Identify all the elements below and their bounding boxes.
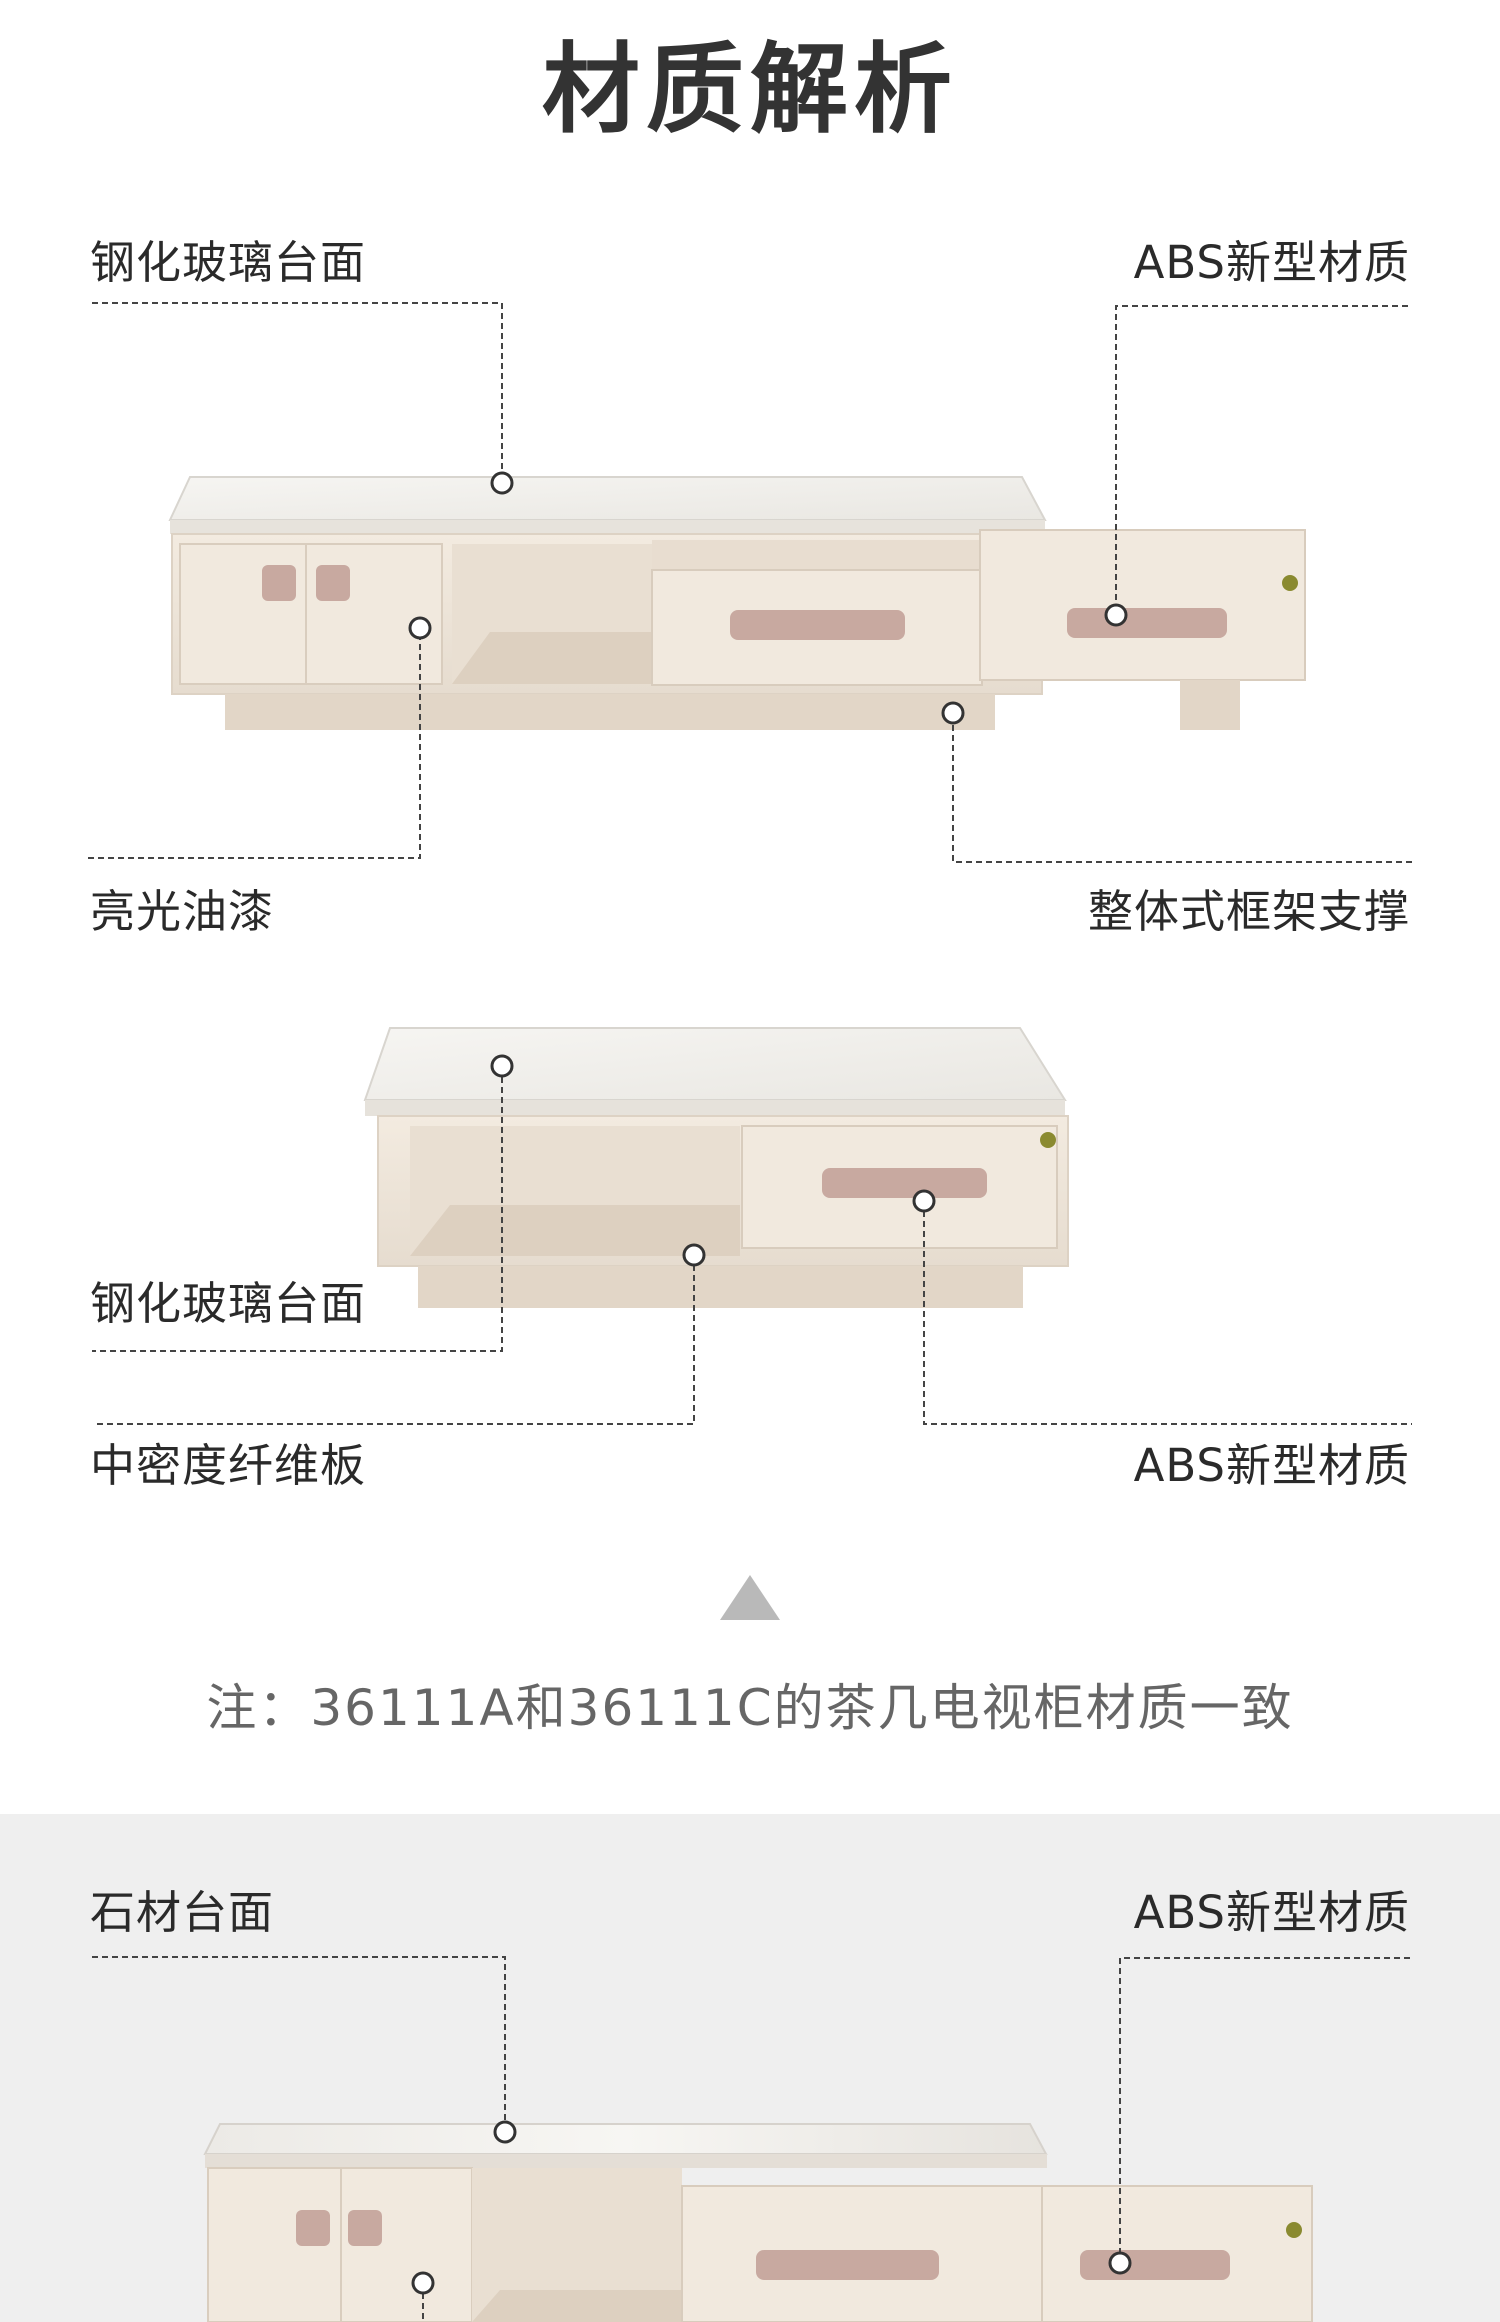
coffee-table-illustration [363, 1027, 1069, 1308]
section1-callout-lines [88, 302, 1412, 863]
callout-dot [408, 616, 432, 640]
callout-dot [411, 2271, 435, 2295]
callout-dot [682, 1243, 706, 1267]
label-gloss-paint: 亮光油漆 [90, 885, 275, 938]
label-tempered-glass-top-2: 钢化玻璃台面 [90, 1277, 367, 1330]
tv-cabinet-illustration [168, 476, 1306, 730]
label-abs-material: ABS新型材质 [1133, 236, 1410, 289]
callout-dot [1104, 603, 1128, 627]
label-stone-top: 石材台面 [90, 1886, 275, 1939]
callout-dot [1108, 2251, 1132, 2275]
material-note: 注：36111A和36111C的茶几电视柜材质一致 [206, 1679, 1294, 1737]
label-integral-frame-support: 整体式框架支撑 [1087, 885, 1410, 938]
triangle-up-icon [720, 1575, 780, 1620]
label-abs-material-2: ABS新型材质 [1133, 1439, 1410, 1492]
callout-dot [493, 2120, 517, 2144]
callout-dot [490, 1054, 514, 1078]
callout-dot [490, 471, 514, 495]
label-mdf-board: 中密度纤维板 [90, 1439, 367, 1492]
callout-dot [912, 1189, 936, 1213]
label-abs-material-3: ABS新型材质 [1133, 1886, 1410, 1939]
callout-dot [941, 701, 965, 725]
section3-callout-lines [92, 1956, 1410, 2322]
page-title: 材质解析 [541, 33, 958, 147]
section2-callout-lines [92, 1067, 1412, 1425]
stone-top-cabinet-illustration [203, 2123, 1313, 2322]
label-tempered-glass-top: 钢化玻璃台面 [90, 236, 367, 289]
